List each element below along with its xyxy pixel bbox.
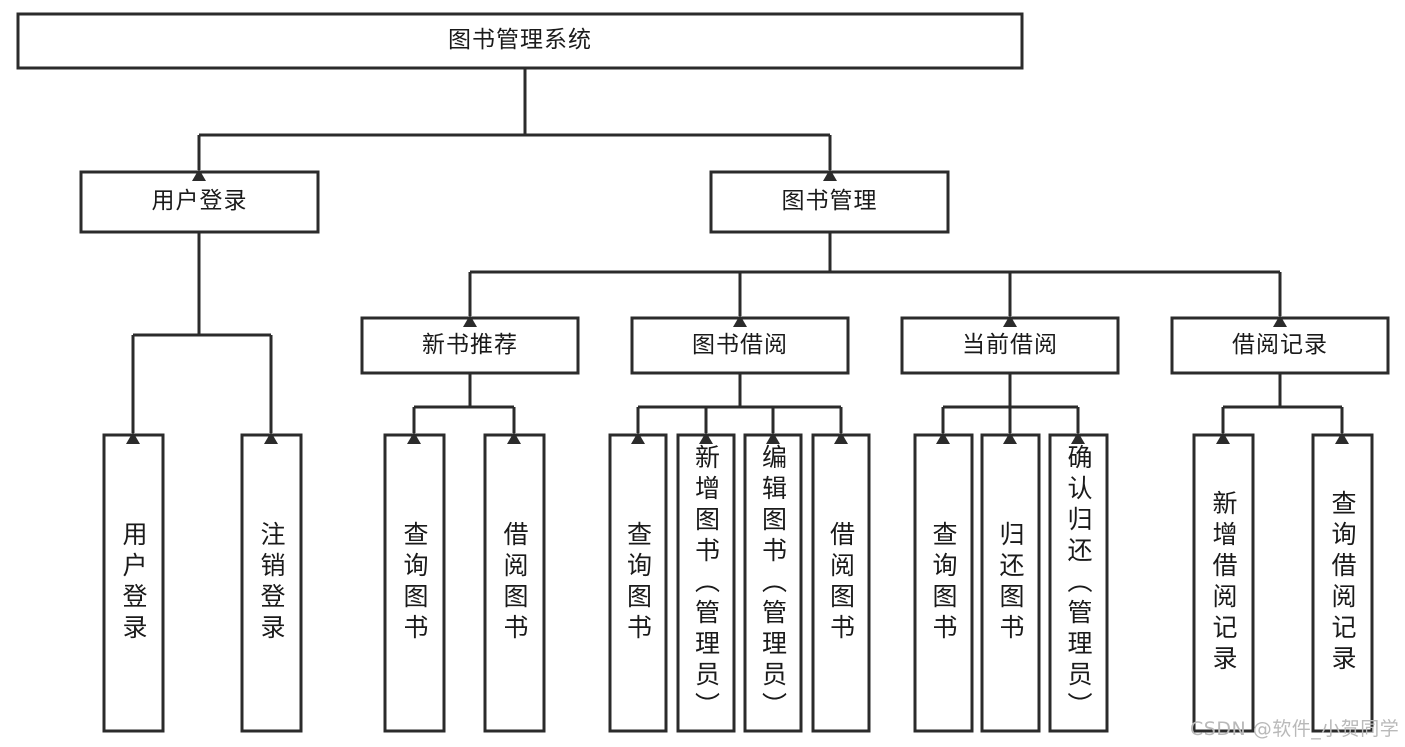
node-box-leaf-confirm-return[interactable]: [1048, 433, 1109, 733]
node-box-root[interactable]: [16, 12, 1024, 70]
node-box-leaf-logout-login[interactable]: [240, 433, 303, 733]
node-box-new-book-recommend[interactable]: [360, 316, 580, 375]
node-box-leaf-borrow-book-2[interactable]: [811, 433, 871, 733]
node-box-leaf-borrow-book-1[interactable]: [483, 433, 546, 733]
node-box-leaf-query-record[interactable]: [1311, 433, 1374, 733]
csdn-watermark: CSDN @软件_小贺同学: [1190, 718, 1400, 740]
node-box-leaf-return-book[interactable]: [980, 433, 1041, 733]
node-box-leaf-user-login[interactable]: [102, 433, 165, 733]
node-box-user-login[interactable]: [79, 170, 320, 234]
node-box-book-management[interactable]: [709, 170, 950, 234]
node-box-book-borrow[interactable]: [630, 316, 850, 375]
node-box-borrow-record[interactable]: [1170, 316, 1390, 375]
node-box-leaf-add-book[interactable]: [676, 433, 736, 733]
node-box-leaf-query-book-1[interactable]: [383, 433, 446, 733]
node-box-leaf-query-book-2[interactable]: [608, 433, 668, 733]
node-box-current-borrow[interactable]: [900, 316, 1120, 375]
node-box-leaf-add-record[interactable]: [1192, 433, 1255, 733]
node-box-leaf-query-book-3[interactable]: [913, 433, 974, 733]
node-box-leaf-edit-book[interactable]: [743, 433, 803, 733]
